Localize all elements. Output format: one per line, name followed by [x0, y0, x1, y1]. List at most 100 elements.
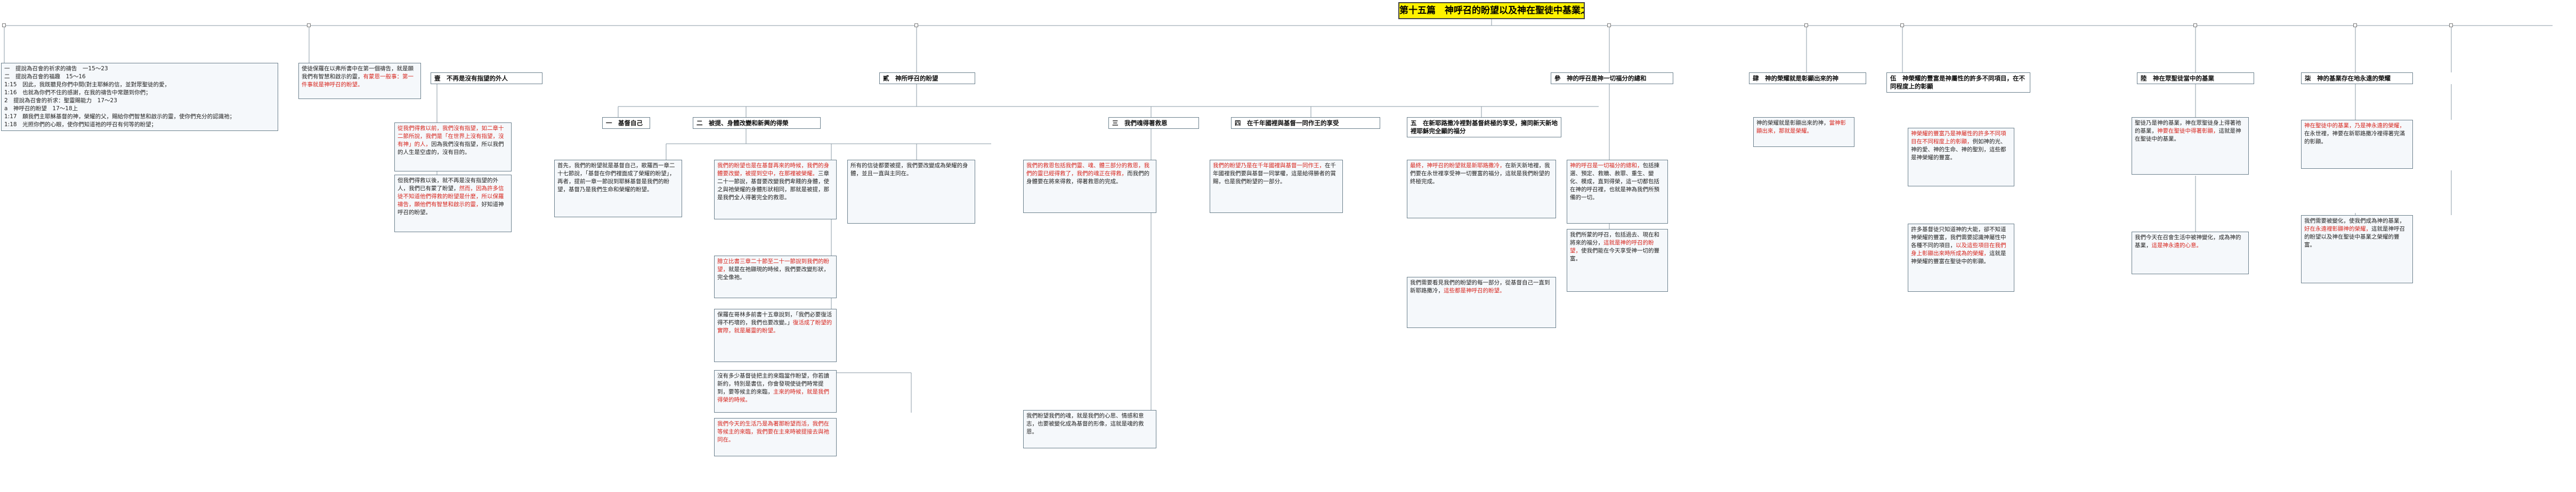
note-text: 這就是神呼召的盼望以及神在聖徒中基業之榮耀的豐富。 — [2304, 226, 2405, 248]
note-text: 好知道神呼召的盼望。 — [398, 201, 504, 216]
sub-2[interactable]: 二 被提、身體改變和新興的得榮 — [693, 117, 821, 129]
note-8a: 神的榮耀就是彰顯出來的神，當神彰顯出來，那就是榮耀。 — [1753, 117, 1854, 147]
note-3c: 保羅在哥林多前書十五章說到，「我們必要復活得不朽壞的，我們也要改變。」復活成了盼… — [714, 309, 837, 362]
note-2a: 首先，我們的盼望就是基督自己，歌羅西一章二十七節說，「基督在你們裡面成了榮耀的盼… — [554, 160, 682, 217]
note-3b: 腓立比書三章二十節至二十一節說到我們的盼望，就是在祂顯現的時候，我們要改變形狀，… — [714, 256, 837, 298]
note-text: 在千年國裡我們要與基督一同掌權，這是給得勝者的賞賜，也是我們盼望的一部分。 — [1213, 162, 1336, 185]
note-text: 但我們得救以後，就不再是沒有指望的外人，我們已有蒙了盼望， — [398, 177, 498, 192]
intro-note: 一 提說為召會的祈求的禱告 一15～23 二 提說為召會的福趣 15～16 1:… — [1, 63, 278, 131]
collapse-toggle[interactable] — [2353, 23, 2357, 27]
note-1a: 從我們得救以前，我們沒有指望，如二章十二節所說，我們是「在世界上沒有指望，沒有神… — [394, 122, 512, 171]
branch-2[interactable]: 貳 神所呼召的盼望 — [879, 72, 975, 84]
note-11a: 神在聖徒中的基業，乃是神永遠的榮耀，在永世裡，神要在新耶路撒冷裡得著完滿的彰顯。 — [2301, 120, 2413, 169]
side-note: 使徒保羅在以弗所書中在第一個禱告，就是願我們有智慧和啟示的靈，有蒙恩一般事：第一… — [298, 63, 421, 99]
sub-1[interactable]: 一 基督自己 — [602, 117, 650, 129]
note-4a: 我們的救恩包括我們靈、魂、體三部分的救恩，我們的靈已經得救了，我們的魂正在得救，… — [1023, 160, 1156, 213]
note-10b: 我們今天在召會生活中被神變化，成為神的基業，這是神永遠的心意。 — [2132, 232, 2249, 274]
note-3f: 所有的信徒都要被提，我們要改變成為榮耀的身體，並且一直與主同在。 — [847, 160, 975, 224]
note-9b: 許多基督徒只知道神的大能，卻不知道神榮耀的豐富，我們需要認識神屬性中各種不同的項… — [1908, 224, 2014, 292]
note-text: 聖徒乃是神的基業，神在眾聖徒身上得著祂的基業， — [2135, 120, 2241, 134]
note-text: 而我們的身體要在將來得救，得著救恩的完成。 — [1026, 170, 1149, 185]
note-text: 我們的救恩包括我們靈、魂、體三部分的救恩，我們的靈已經得救了，我們的魂正在得救， — [1026, 162, 1149, 177]
note-3a: 我們的盼望也是在基督再來的時候，我們的身體要改變，被提到空中，在那裡被榮耀。三章… — [714, 160, 837, 219]
side-note-text: 使徒保羅在以弗所書中在第一個禱告，就是願我們有智慧和啟示的靈， — [302, 65, 414, 80]
note-text: 我們所蒙的呼召，包括過去、現在和將來的福分， — [1570, 232, 1659, 246]
note-text: 沒有多少基督徒把主的來臨當作盼望，你若讀新約，特別是書信，你會發現使徒們時常提到… — [717, 373, 829, 395]
note-text: 首先，我們的盼望就是基督自己，歌羅西一章二十七節說，「基督在你們裡面成了榮耀的盼… — [557, 162, 675, 193]
intro-line: 1:15 因此，我既聽見你們中間(對主耶穌的信，並對眾聖徒的愛， — [4, 81, 171, 88]
intro-line: 1:18 光照你們的心眼，使你們知道祂的呼召有何等的盼望； — [4, 121, 157, 128]
note-text: 以及這些項目在我們身上彰顯出來時所成為的榮耀， — [1911, 242, 2006, 257]
map-title: 第十五篇 神呼召的盼望以及神在聖徒中基業之榮耀的豐富 — [1398, 2, 1585, 19]
note-text: 我們今天的生活乃是為著那盼望而活，我們在等候主的來臨，我們要在主來時被提接去與祂… — [717, 421, 829, 443]
note-text: 許多基督徒只知道神的大能，卻不知道神榮耀的豐富，我們需要認識神屬性中各種不同的項… — [1911, 226, 2006, 249]
collapse-toggle[interactable] — [1804, 23, 1808, 27]
note-7a: 神的呼召是一切福分的總和，包括揀選、預定、救贖、赦罪、重生、變化、模成，直到得榮… — [1567, 160, 1668, 224]
note-text: 在新天新地裡，我們要在永世裡享受神一切豐富的福分，這就是我們盼望的終極完成。 — [1410, 162, 1550, 185]
branch-6[interactable]: 陸 神在眾聖徒當中的基業 — [2137, 72, 2254, 84]
note-text: 這就是神的呼召的盼望， — [1570, 240, 1654, 254]
branch-5[interactable]: 伍 神榮耀的豐富是神屬性的許多不同項目，在不同程度上的彰顯 — [1886, 72, 2030, 93]
collapse-toggle[interactable] — [307, 23, 311, 27]
note-text: 保羅在哥林多前書十五章說到，「我們必要復活得不朽壞的，我們也要改變。」 — [717, 311, 832, 326]
collapse-toggle[interactable] — [1900, 23, 1904, 27]
note-text: 包括揀選、預定、救贖、赦罪、重生、變化、模成，直到得榮，這一切都包括在神的呼召裡… — [1570, 162, 1659, 201]
note-text: 就是在祂顯現的時候，我們要改變形狀，完全像祂。 — [717, 266, 829, 281]
note-text: 我們盼望我們的魂，就是我們的心思、情感和意志，也要被變化成為基督的形像，這就是魂… — [1026, 413, 1144, 435]
note-3e: 我們今天的生活乃是為著那盼望而活，我們在等候主的來臨，我們要在主來時被提接去與祂… — [714, 418, 837, 456]
note-text: 因為我們沒有指望，所以我們的人生是空虛的，沒有目的。 — [398, 141, 504, 155]
note-text: 這是神永遠的心意。 — [2151, 242, 2202, 249]
sub-3[interactable]: 三 我們魂得著救恩 — [1108, 117, 1199, 129]
intro-line: 一 提說為召會的祈求的禱告 一15～23 — [4, 65, 108, 72]
branch-3[interactable]: 參 神的呼召是神一切福分的總和 — [1551, 72, 1673, 84]
note-text: 神的呼召是一切福分的總和， — [1570, 162, 1643, 169]
note-text: 腓立比書三章二十節至二十一節說到我們的盼望， — [717, 258, 829, 273]
note-text: 這些都是神呼召的盼望。 — [1444, 288, 1505, 294]
collapse-toggle[interactable] — [2, 23, 6, 27]
side-note-highlight: 有蒙恩一般事：第一件事就是神呼召的盼望。 — [302, 73, 414, 88]
note-text: 當神彰顯出來，那就是榮耀。 — [1756, 120, 1846, 134]
note-text: 神榮耀的豐富乃是神屬性的許多不同項目在不同程度上的彰顯， — [1911, 130, 2006, 145]
branch-1[interactable]: 壹 不再是沒有指望的外人 — [431, 72, 542, 84]
note-text: 神要在聖徒中得著彰顯， — [2157, 128, 2219, 134]
intro-line: 1:17 願我們主耶穌基督的神，榮耀的父，賜給你們智慧和啟示的靈，使你們充分的認… — [4, 113, 236, 120]
note-text: 我們今天在召會生活中被神變化，成為神的基業， — [2135, 234, 2241, 249]
note-6b: 我們需要看見我們的盼望的每一部分，從基督自己一直到新耶路撒冷，這些都是神呼召的盼… — [1407, 277, 1556, 328]
note-1b: 但我們得救以後，就不再是沒有指望的外人，我們已有蒙了盼望，然而，因為許多信徒不知… — [394, 175, 512, 232]
note-7b: 我們所蒙的呼召，包括過去、現在和將來的福分，這就是神的呼召的盼望，使我們能在今天… — [1567, 229, 1668, 292]
note-text: 主來的時候，就是我們得榮的時候。 — [717, 389, 829, 403]
note-text: 我們的盼望也是在基督再來的時候，我們的身體要改變，被提到空中，在那裡被榮耀。 — [717, 162, 829, 177]
intro-line: a 神呼召的盼望 17～18上 — [4, 105, 78, 112]
collapse-toggle[interactable] — [2193, 23, 2197, 27]
note-4b: 我們盼望我們的魂，就是我們的心思、情感和意志，也要被變化成為基督的形像，這就是魂… — [1023, 410, 1156, 448]
note-text: 最終，神呼召的盼望就是新耶路撒冷， — [1410, 162, 1505, 169]
collapse-toggle[interactable] — [1607, 23, 1611, 27]
note-text: 三章二十一節說，基督要改變我們卑賤的身體，使之與祂榮耀的身體形狀相同，那就是被提… — [717, 170, 829, 201]
note-text: 這就是神在聖徒中的基業。 — [2135, 128, 2241, 142]
branch-7[interactable]: 柒 神的基業存在地永遠的榮耀 — [2301, 72, 2413, 84]
note-text: 神的榮耀就是彰顯出來的神， — [1756, 120, 1829, 126]
note-9a: 神榮耀的豐富乃是神屬性的許多不同項目在不同程度上的彰顯，例如神的光、神的愛、神的… — [1908, 128, 2014, 186]
branch-4[interactable]: 肆 神的榮耀就是彰顯出來的神 — [1749, 72, 1866, 84]
collapse-toggle[interactable] — [914, 23, 918, 27]
note-text: 好在永遠裡彰顯神的榮耀， — [2304, 226, 2371, 232]
note-text: 例如神的光、神的愛、神的生命、神的聖別，這些都是神榮耀的豐富。 — [1911, 138, 2006, 161]
note-text: 使我們能在今天享受神一切的豐富。 — [1570, 248, 1659, 262]
note-11b: 我們需要被變化，使我們成為神的基業，好在永遠裡彰顯神的榮耀，這就是神呼召的盼望以… — [2301, 215, 2413, 283]
note-6a: 最終，神呼召的盼望就是新耶路撒冷，在新天新地裡，我們要在永世裡享受神一切豐富的福… — [1407, 160, 1556, 218]
note-text: 然而，因為許多信徒不知道他們得救的盼望是什麼，所以保羅禱告，願他們有智慧和啟示的… — [398, 185, 504, 208]
intro-line: 1:16 也就為你們不住的感謝，在我的禱告中常題到你們； — [4, 89, 151, 96]
note-10a: 聖徒乃是神的基業，神在眾聖徒身上得著祂的基業，神要在聖徒中得著彰顯，這就是神在聖… — [2132, 117, 2249, 175]
sub-5[interactable]: 五 在新耶路撒冷裡對基督終極的享受，擁同新天新地裡耶穌完全顯的福分 — [1407, 117, 1561, 137]
note-text: 在永世裡，神要在新耶路撒冷裡得著完滿的彰顯。 — [2304, 130, 2405, 145]
note-3d: 沒有多少基督徒把主的來臨當作盼望，你若讀新約，特別是書信，你會發現使徒們時常提到… — [714, 370, 837, 413]
collapse-toggle[interactable] — [2449, 23, 2453, 27]
sub-4[interactable]: 四 在千年國裡與基督一同作王的享受 — [1231, 117, 1380, 129]
note-text: 神在聖徒中的基業，乃是神永遠的榮耀， — [2304, 122, 2405, 129]
note-text: 這就是神榮耀的豐富在聖徒中的彰顯。 — [1911, 250, 2006, 265]
intro-line: 2 提說為召會的祈求：聖靈賜能力 17～23 — [4, 97, 117, 104]
intro-line: 二 提說為召會的福趣 15～16 — [4, 73, 86, 80]
note-text: 從我們得救以前，我們沒有指望，如二章十二節所說，我們是「在世界上沒有指望，沒有神… — [398, 125, 504, 147]
note-text: 我們需要看見我們的盼望的每一部分，從基督自己一直到新耶路撒冷， — [1410, 280, 1550, 294]
